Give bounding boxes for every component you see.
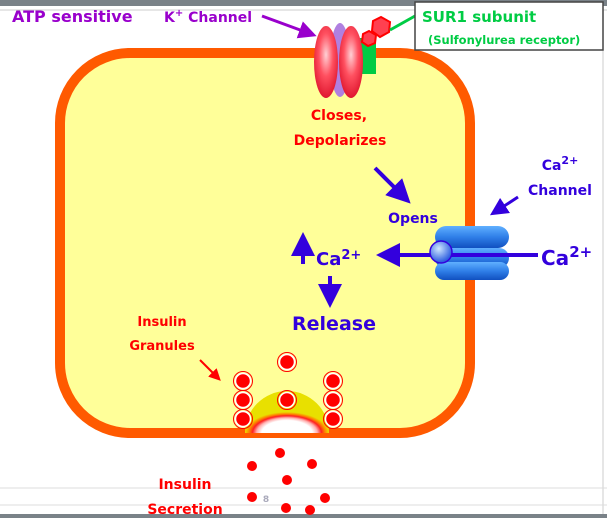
window-top-bar (0, 0, 607, 6)
k-atp-channel (314, 14, 416, 98)
granule (278, 353, 296, 371)
sur1-subtitle: (Sulfonylurea receptor) (428, 33, 580, 47)
exocytosis-site (245, 391, 329, 433)
closes-label: Closes, (311, 108, 367, 124)
granule (324, 372, 342, 390)
insulin-granules-label-1: Insulin (137, 315, 186, 330)
ca-channel-label-ion: Ca2+ (542, 154, 579, 174)
sur1-title: SUR1 subunit (422, 8, 536, 26)
k-channel-pointer-arrow (261, 14, 317, 39)
insulin-secretion-label-2: Secretion (147, 502, 222, 518)
insulin-dot (282, 475, 292, 485)
release-label: Release (292, 313, 376, 335)
granule (234, 391, 252, 409)
insulin-dot (307, 459, 317, 469)
sur1-subunit (360, 38, 376, 74)
granule (278, 391, 296, 409)
insulin-granules-label-2: Granules (129, 339, 195, 354)
beta-cell-membrane (55, 48, 475, 438)
granules-pointer-arrow (199, 359, 221, 381)
sulfonylurea-hexagon (370, 15, 392, 39)
insulin-dot (320, 493, 330, 503)
depolarizes-label: Depolarizes (294, 133, 387, 149)
insulin-dot (247, 492, 257, 502)
window-bottom-bar (0, 514, 607, 518)
sur1-label-box (414, 1, 604, 51)
insulin-dot (247, 461, 257, 471)
granule (324, 410, 342, 428)
ca-channel-pointer-arrow (489, 195, 519, 216)
page-number: 8 (263, 495, 269, 505)
opens-arrow (373, 166, 411, 204)
insulin-secretion-label-1: Insulin (158, 477, 211, 493)
atp-sensitive-label: ATP sensitive (12, 7, 133, 26)
granule (234, 410, 252, 428)
sulfonylurea-hexagon (360, 29, 378, 48)
granule (234, 372, 252, 390)
granule (324, 391, 342, 409)
insulin-granules (234, 353, 342, 428)
ca-channel-label-word: Channel (528, 183, 592, 199)
ca-inside-label: Ca2+ (316, 248, 361, 270)
ca-ion-ball (429, 240, 453, 264)
granule-outlines (233, 352, 343, 429)
insulin-dot (281, 503, 291, 513)
k-channel-label: K+ Channel (164, 8, 252, 26)
secreted-insulin (247, 448, 330, 515)
insulin-dot (305, 505, 315, 515)
opens-label: Opens (388, 211, 438, 227)
insulin-dot (275, 448, 285, 458)
ca-outside-label: Ca2+ (541, 243, 592, 270)
